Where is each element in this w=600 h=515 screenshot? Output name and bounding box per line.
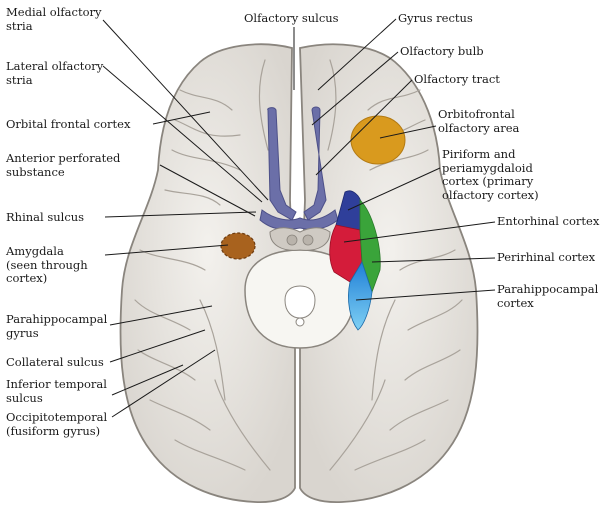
olfactory-bulbs-and-tracts (259, 106, 339, 231)
left-hemisphere (119, 43, 296, 503)
label-orbital-frontal-cortex: Orbital frontal cortex (6, 117, 131, 131)
right-olfactory-tract (303, 106, 327, 221)
medial-temporal-cortices (329, 190, 381, 331)
label-piriform: Piriform and periamygdaloid cortex (prim… (442, 147, 539, 202)
label-olfactory-tract: Olfactory tract (414, 72, 500, 86)
label-medial-olfactory-stria: Medial olfactory stria (6, 5, 102, 33)
right-hemisphere (299, 43, 479, 503)
brain-hemispheres (119, 43, 479, 503)
label-inferior-temporal-sulcus: Inferior temporal sulcus (6, 377, 107, 405)
left-olfactory-tract (267, 107, 297, 221)
orbitofrontal-olfactory-area-region (350, 115, 406, 165)
label-occipitotemporal: Occipitotemporal (fusiform gyrus) (6, 410, 108, 438)
label-orbitofrontal-olfactory-area: Orbitofrontal olfactory area (438, 107, 520, 135)
gyri-texture (134, 59, 463, 471)
label-rhinal-sulcus: Rhinal sulcus (6, 210, 85, 224)
parahippocampal-cortex-region (348, 261, 373, 331)
leader-lines-left (102, 19, 269, 418)
label-lateral-olfactory-stria: Lateral olfactory stria (6, 59, 104, 87)
label-amygdala: Amygdala (seen through cortex) (6, 244, 88, 285)
label-entorhinal-cortex: Entorhinal cortex (497, 214, 600, 228)
label-olfactory-sulcus: Olfactory sulcus (244, 11, 339, 25)
label-olfactory-bulb: Olfactory bulb (400, 44, 484, 58)
label-collateral-sulcus: Collateral sulcus (6, 355, 104, 369)
label-perirhinal-cortex: Perirhinal cortex (497, 250, 596, 264)
leader-lines-right (293, 18, 496, 301)
label-parahippocampal-cortex: Parahippocampal cortex (497, 282, 599, 310)
amygdala-region (220, 232, 256, 260)
label-gyrus-rectus: Gyrus rectus (398, 11, 473, 25)
label-anterior-perforated-substance: Anterior perforated substance (6, 151, 121, 179)
label-parahippocampal-gyrus: Parahippocampal gyrus (6, 312, 108, 340)
